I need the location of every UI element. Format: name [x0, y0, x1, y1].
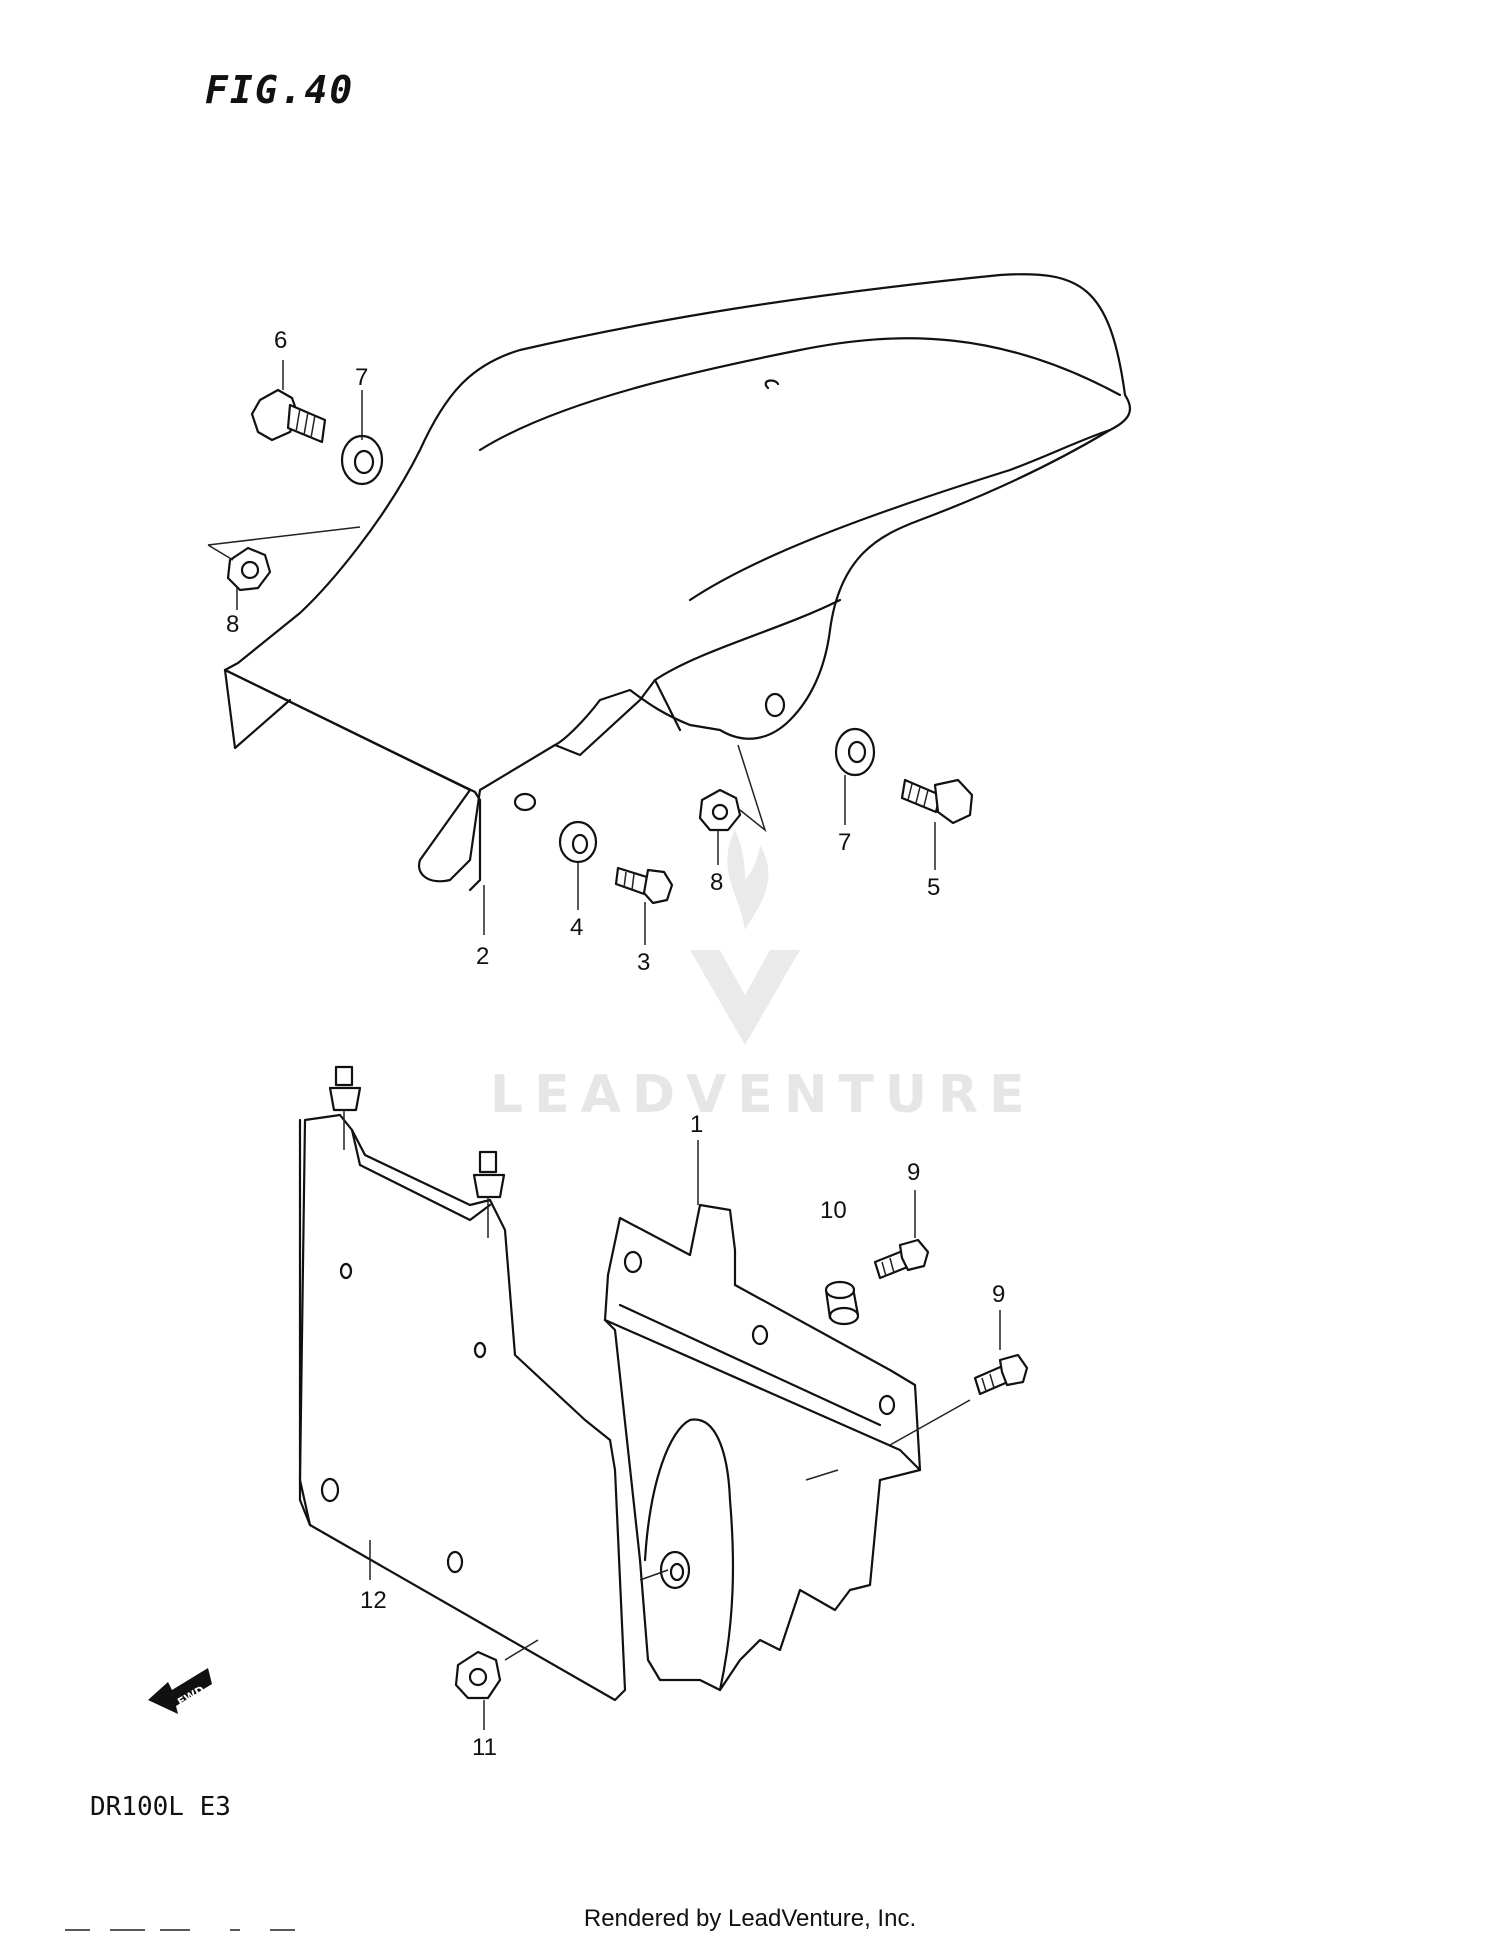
figure-title: FIG.40 [205, 68, 355, 112]
callout-8b: 8 [710, 869, 723, 896]
model-code: DR100L E3 [90, 1792, 231, 1822]
callout-7b: 7 [838, 829, 851, 856]
callout-7: 7 [355, 364, 368, 391]
leader-lines [207, 360, 1001, 1730]
push-rivet-icon [328, 1065, 362, 1150]
callout-8: 8 [226, 611, 239, 638]
callout-4: 4 [570, 914, 583, 941]
bolt-part-6-icon [250, 388, 327, 444]
screw-part-9-icon [873, 1238, 930, 1280]
nut-part-8-icon [226, 546, 272, 592]
forward-direction-arrow-icon: FWD [148, 1668, 212, 1714]
nut-part-8-icon-2 [698, 788, 742, 832]
washer-part-7-icon-2 [834, 727, 876, 777]
callout-3: 3 [637, 949, 650, 976]
callout-9a: 9 [907, 1159, 920, 1186]
callout-5: 5 [927, 874, 940, 901]
nut-part-11-icon [454, 1650, 502, 1700]
screw-part-9-icon-2 [973, 1353, 1029, 1396]
bolt-part-3-icon [614, 866, 674, 905]
render-credit: Rendered by LeadVenture, Inc. [583, 1905, 917, 1932]
rear-fender-part-2 [223, 273, 1132, 892]
callout-12: 12 [360, 1587, 387, 1614]
watermark-text: LEADVENTURE [490, 1065, 1036, 1125]
callout-1: 1 [690, 1111, 703, 1138]
callout-11: 11 [472, 1734, 497, 1761]
callout-2: 2 [476, 943, 489, 970]
washer-part-4-icon [558, 820, 598, 864]
watermark-logo-icon [690, 830, 800, 1045]
callout-6: 6 [274, 327, 287, 354]
bolt-part-5-icon [900, 778, 974, 825]
push-rivet-icon-2 [472, 1150, 506, 1238]
side-panel-part-12 [298, 1113, 627, 1702]
side-panel-part-1 [603, 1203, 922, 1692]
washer-part-7-icon [340, 434, 384, 486]
callout-10: 10 [820, 1197, 847, 1224]
callout-labels: 6 7 8 2 4 3 8 7 5 1 10 9 9 12 11 [226, 327, 1005, 1761]
callout-9b: 9 [992, 1281, 1005, 1308]
spacer-part-10-icon [824, 1280, 860, 1326]
